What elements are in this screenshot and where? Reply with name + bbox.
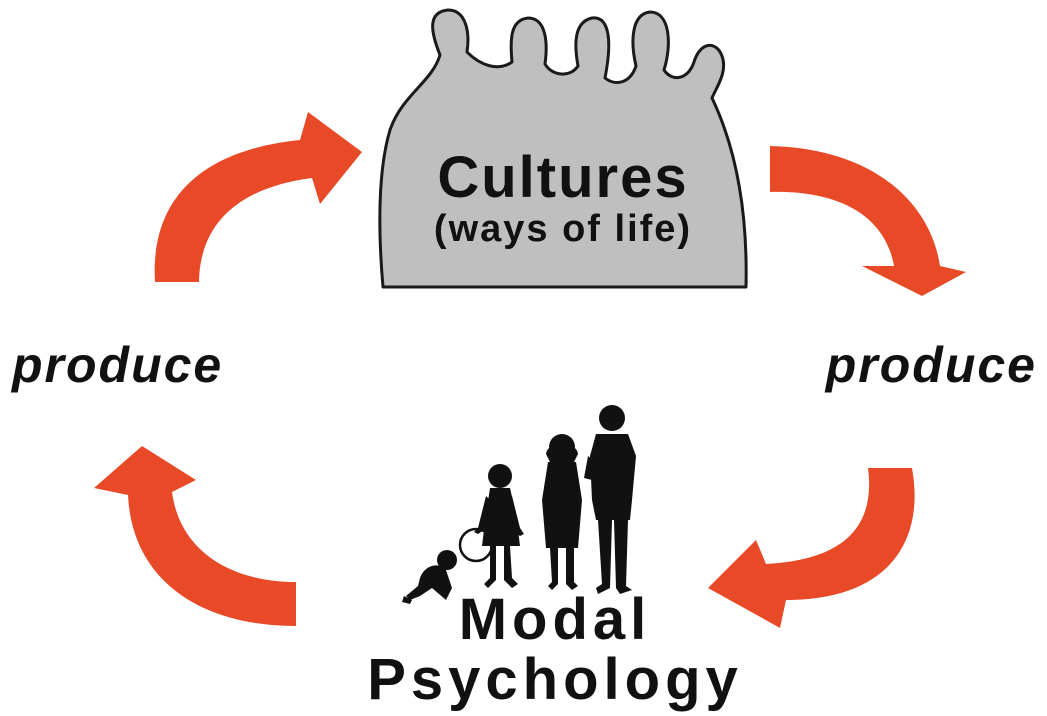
edge-label-left: produce: [12, 337, 224, 393]
baby-crawling-icon: [402, 550, 457, 604]
edge-label-right: produce: [825, 337, 1037, 393]
curved-arrow-icon: [94, 446, 296, 626]
curved-arrow-icon: [708, 468, 915, 628]
top-right-arrow: [770, 146, 966, 296]
culture-node-subtitle: (ways of life): [433, 208, 693, 250]
curved-arrow-icon: [154, 112, 362, 282]
bottom-left-arrow: [94, 446, 296, 626]
culture-node-title: Cultures: [437, 145, 689, 210]
top-left-arrow: [154, 112, 362, 282]
psychology-node-line2: Psychology: [367, 647, 743, 712]
woman-silhouette-icon: [542, 434, 582, 590]
culture-blob-icon: [378, 8, 748, 289]
curved-arrow-icon: [770, 146, 966, 296]
psychology-node-line1: Modal: [458, 587, 652, 652]
child-with-hoop-icon: [458, 464, 524, 588]
bottom-right-arrow: [708, 468, 915, 628]
family-silhouette-icon: [402, 405, 636, 604]
man-silhouette-icon: [584, 405, 636, 594]
